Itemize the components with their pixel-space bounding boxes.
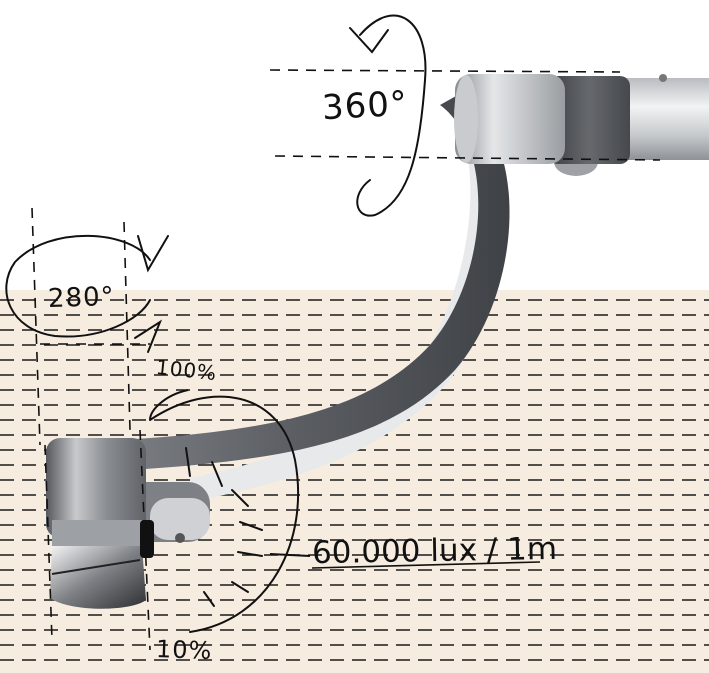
light-spread-start bbox=[149, 389, 189, 421]
circular-arrow-icon bbox=[356, 14, 427, 217]
rotation-head-label: 280° bbox=[47, 281, 116, 315]
lamp-arm bbox=[118, 96, 510, 500]
rotation-arm-label: 360° bbox=[321, 83, 409, 129]
lamp-head bbox=[46, 438, 210, 609]
arrowhead-280-low bbox=[134, 319, 163, 353]
arrowhead-top bbox=[349, 27, 389, 54]
circular-arrow-icon bbox=[5, 234, 151, 338]
arrowhead-280 bbox=[137, 235, 169, 273]
dimming-min-label: 10% bbox=[155, 635, 213, 665]
lux-underline bbox=[311, 561, 541, 569]
light-rays bbox=[185, 447, 263, 607]
light-spread-arc bbox=[149, 395, 300, 633]
rotation-guides-arm bbox=[269, 69, 661, 161]
lamp-mount bbox=[454, 74, 709, 176]
illuminance-label: 60.000 lux / 1m bbox=[311, 530, 558, 572]
lux-pointer bbox=[269, 553, 311, 557]
